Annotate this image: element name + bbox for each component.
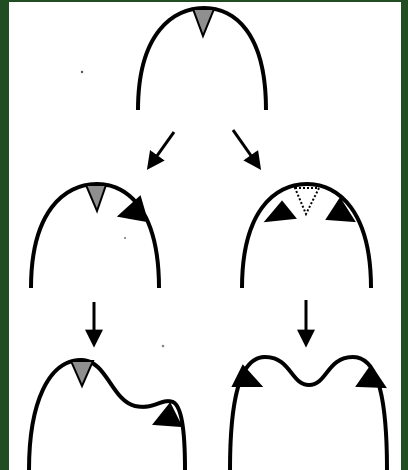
top-dome — [136, 5, 268, 111]
bottom-left-outline — [27, 357, 187, 470]
bottom-left-apex-marker — [69, 360, 95, 389]
arrow-top-left — [146, 131, 176, 170]
middle-left-dome — [29, 181, 161, 289]
bottom-right-left-marker — [231, 364, 264, 387]
scan-speck — [124, 237, 126, 239]
middle-right-dotted-apex-marker — [293, 187, 321, 217]
bottom-left-side-marker — [152, 402, 183, 428]
bottom-right-shape — [228, 354, 389, 470]
diagram-canvas — [27, 5, 389, 470]
middle-right-dome — [240, 181, 373, 289]
scan-speck — [161, 344, 165, 348]
bottom-right-right-marker — [355, 364, 387, 389]
bottom-right-outline — [228, 354, 389, 470]
middle-left-right-marker — [116, 195, 149, 223]
top-apex-marker — [191, 8, 216, 39]
diagram-panel — [9, 2, 401, 470]
middle-left-apex-marker — [84, 184, 108, 214]
scan-speck — [80, 70, 84, 74]
arrow-top-right — [231, 129, 262, 170]
bottom-left-shape — [27, 357, 187, 470]
middle-right-right-marker — [325, 197, 356, 223]
middle-right-left-marker — [263, 200, 297, 223]
middle-right-dome-outline — [240, 181, 373, 289]
